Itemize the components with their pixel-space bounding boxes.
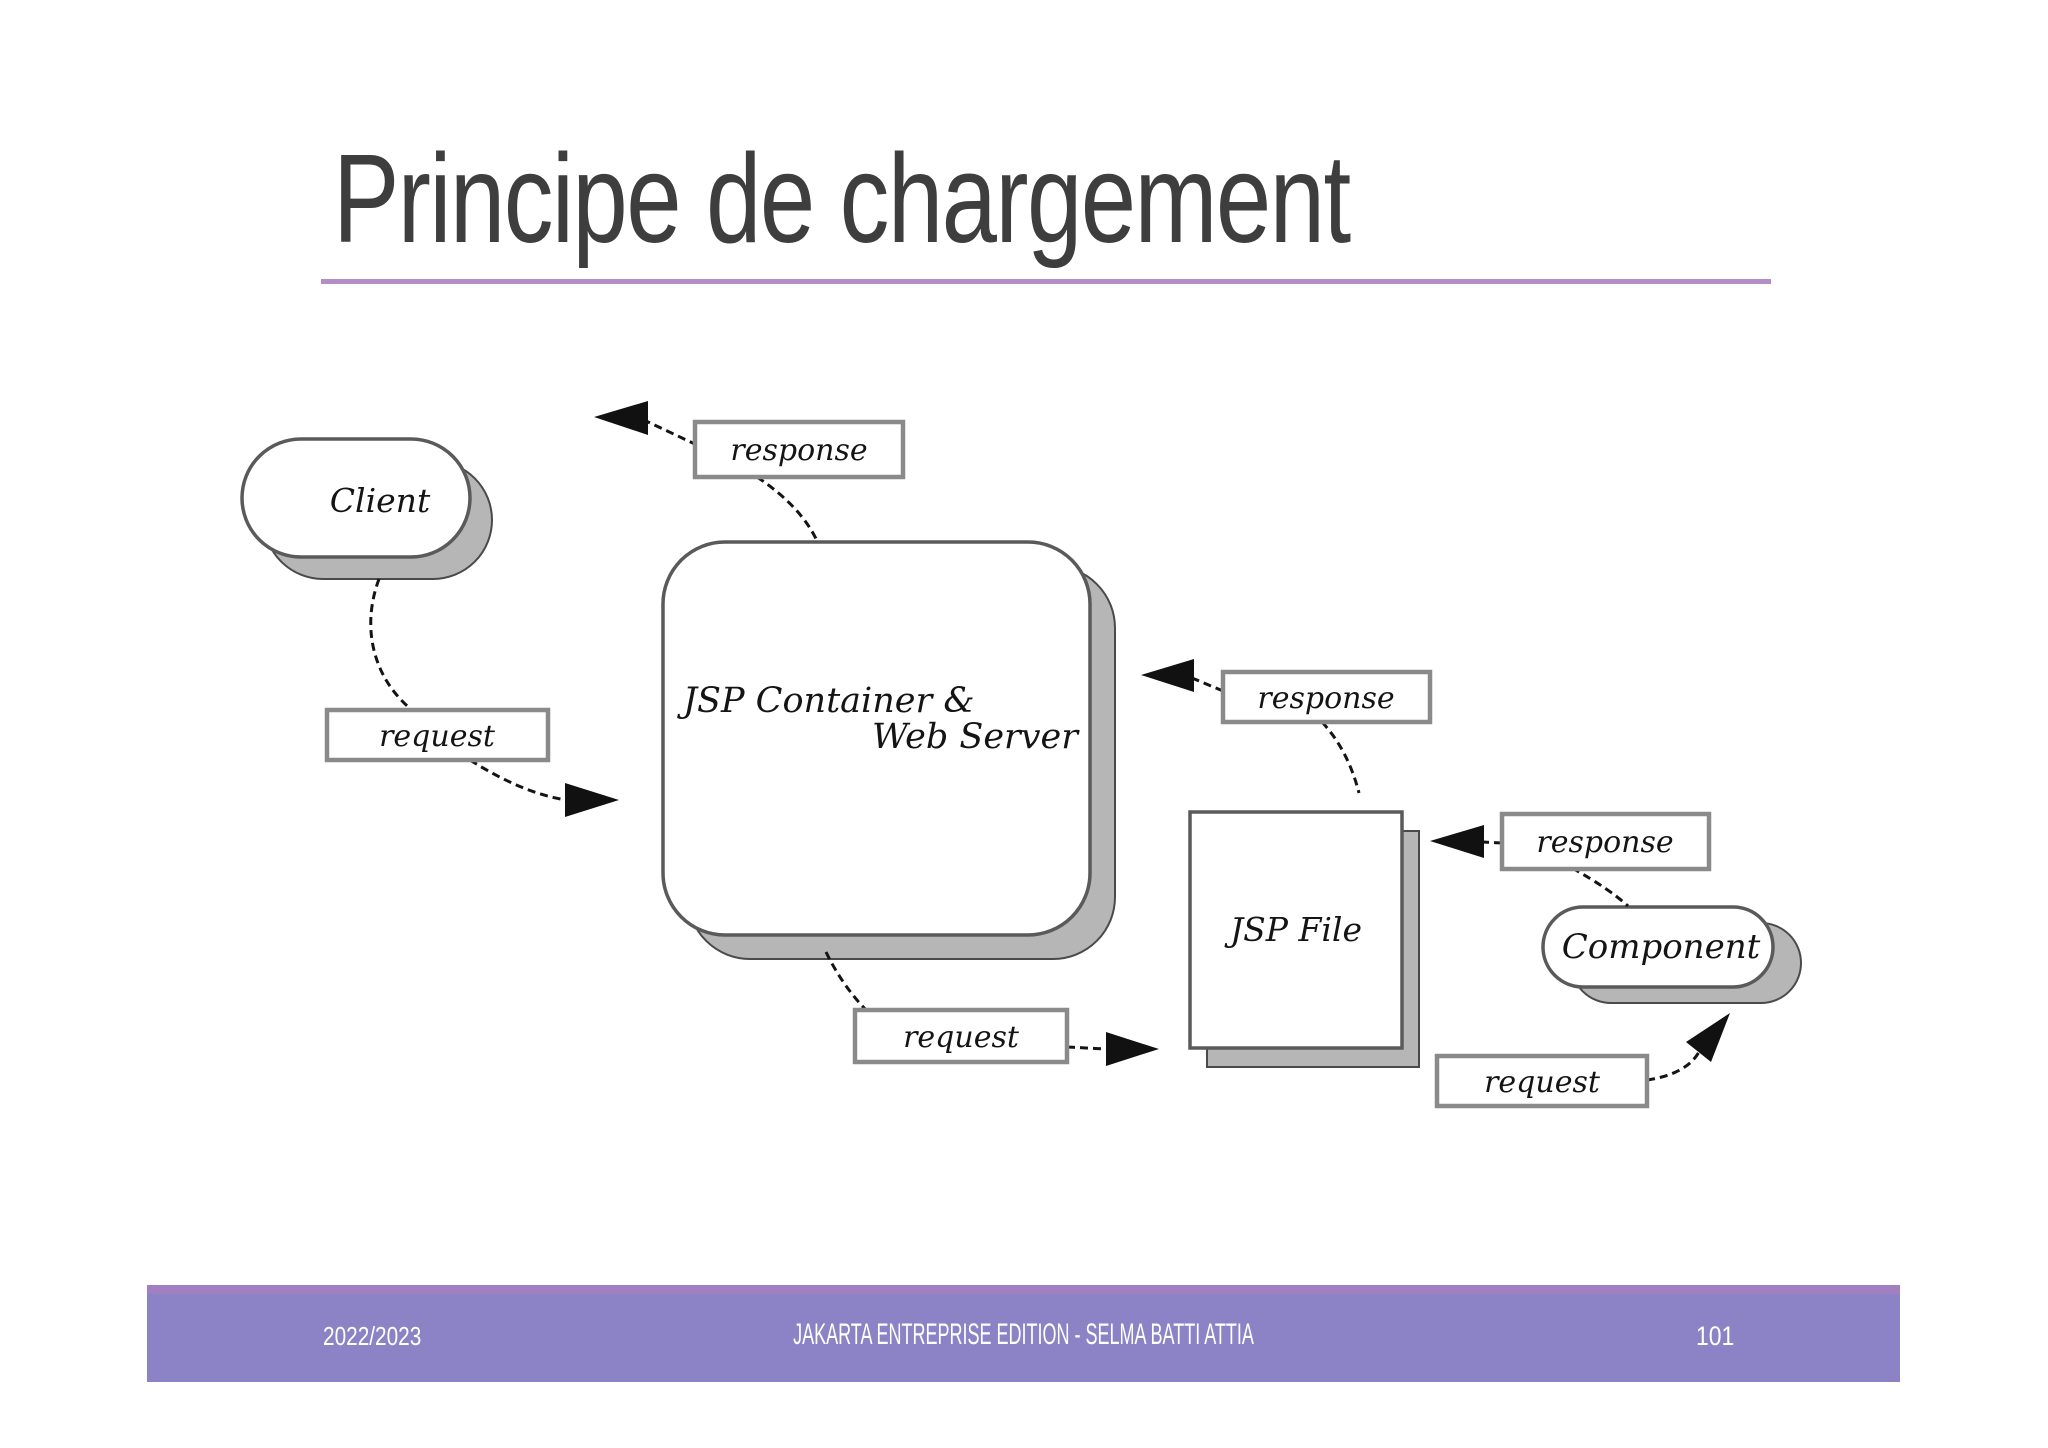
response-right-box <box>1499 811 1712 872</box>
arrowhead-right-icon <box>565 783 619 817</box>
footer-accent-strip <box>147 1285 1900 1294</box>
component-node: Component <box>1541 905 1802 1004</box>
curve-response-top <box>756 475 820 544</box>
page-title: Principe de chargement <box>333 128 1351 269</box>
arrowhead-left-icon <box>594 401 648 435</box>
arrowhead-left-icon <box>1430 825 1484 858</box>
request-left-box <box>324 707 551 763</box>
footer-year: 2022/2023 <box>323 1321 422 1351</box>
edge-response-mid: response <box>1141 659 1433 794</box>
response-mid-box <box>1220 669 1433 725</box>
arrowhead-right-icon <box>1106 1032 1159 1066</box>
response-mid-label: response <box>1257 681 1394 716</box>
curve-request-bottom <box>824 951 868 1012</box>
jsp-container-label-line1: JSP Container & <box>677 681 974 721</box>
footer-page-number: 101 <box>1696 1321 1735 1351</box>
title-underline <box>321 279 1771 284</box>
client-node: Client <box>240 437 493 580</box>
jsp-container-label-line2: Web Server <box>872 717 1080 757</box>
arrowhead-up-right-icon <box>1686 1013 1730 1062</box>
request-right-label: request <box>1484 1065 1601 1100</box>
edge-request-right: request <box>1434 1013 1730 1109</box>
footer-course-title: JAKARTA ENTREPRISE EDITION - SELMA BATTI… <box>793 1318 1254 1351</box>
arrowhead-left-icon <box>1141 659 1194 692</box>
response-top-label: response <box>730 433 867 468</box>
edge-request-bottom: request <box>824 951 1159 1066</box>
jsp-file-label: JSP File <box>1224 910 1362 949</box>
jsp-container-shape <box>661 540 1092 937</box>
jsp-file-shape <box>1188 810 1404 1050</box>
client-label: Client <box>330 481 431 520</box>
stub-request-left <box>469 758 567 802</box>
stub-response-mid <box>1191 676 1224 693</box>
client-shape <box>240 437 472 559</box>
jsp-container-node: JSP Container & Web Server <box>661 540 1116 960</box>
response-top-box <box>692 419 906 480</box>
request-left-label: request <box>379 719 496 754</box>
footer-bar: 2022/2023 JAKARTA ENTREPRISE EDITION - S… <box>147 1285 1900 1382</box>
curve-response-mid <box>1320 720 1361 794</box>
component-shape <box>1541 905 1775 989</box>
curve-response-right <box>1571 866 1630 908</box>
jsp-file-node: JSP File <box>1188 810 1420 1068</box>
response-right-label: response <box>1536 825 1673 860</box>
curve-request-left <box>369 578 413 712</box>
request-bottom-box <box>852 1007 1070 1065</box>
edge-response-right: response <box>1430 811 1712 908</box>
request-right-box <box>1434 1053 1650 1109</box>
stub-request-right <box>1646 1049 1702 1082</box>
stub-response-top <box>645 419 698 447</box>
stub-response-right <box>1482 840 1503 845</box>
edge-request-left: request <box>324 578 619 817</box>
stub-request-bottom <box>1066 1045 1107 1051</box>
component-label: Component <box>1562 927 1761 967</box>
request-bottom-label: request <box>903 1020 1020 1055</box>
edge-response-top: response <box>594 401 906 544</box>
